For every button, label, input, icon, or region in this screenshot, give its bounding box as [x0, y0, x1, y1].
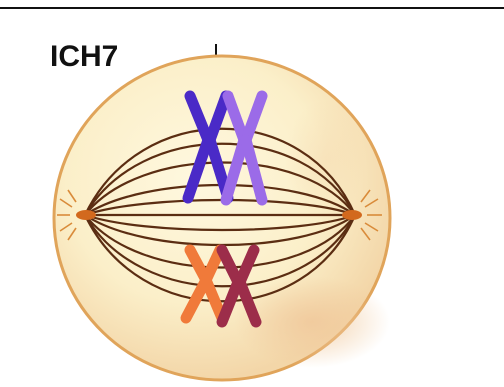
right-centrosome: [342, 189, 382, 241]
chromosome-maroon: [216, 244, 262, 328]
left-centrosome: [57, 189, 96, 241]
cell-body: [52, 54, 392, 382]
chromosome-pair-lower: [180, 244, 262, 328]
partial-label: ICH7: [50, 40, 118, 73]
chromosome-pair-upper: [182, 90, 268, 206]
chromosome-orange: [180, 244, 228, 324]
chromosome-light-purple: [220, 90, 268, 206]
